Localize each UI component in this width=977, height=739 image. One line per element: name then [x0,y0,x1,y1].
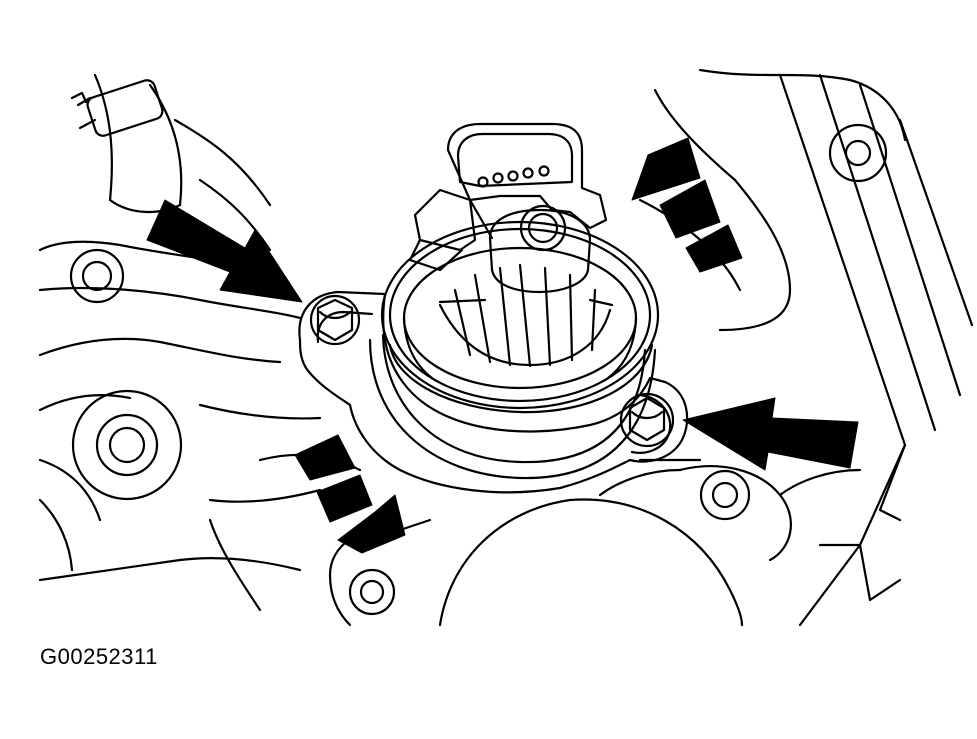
mounting-holes [69,123,888,616]
flange-bolt-left [309,294,361,346]
dashed-arrow-icon [631,137,743,273]
solid-arrow-icon [682,397,859,471]
engine-casting [38,68,974,627]
egr-valve [298,122,689,494]
figure-id-label: G00252311 [40,644,158,669]
dashed-arrow-icon [294,434,406,554]
flange-bolt-right [619,392,675,448]
solid-arrow-icon [146,199,303,303]
